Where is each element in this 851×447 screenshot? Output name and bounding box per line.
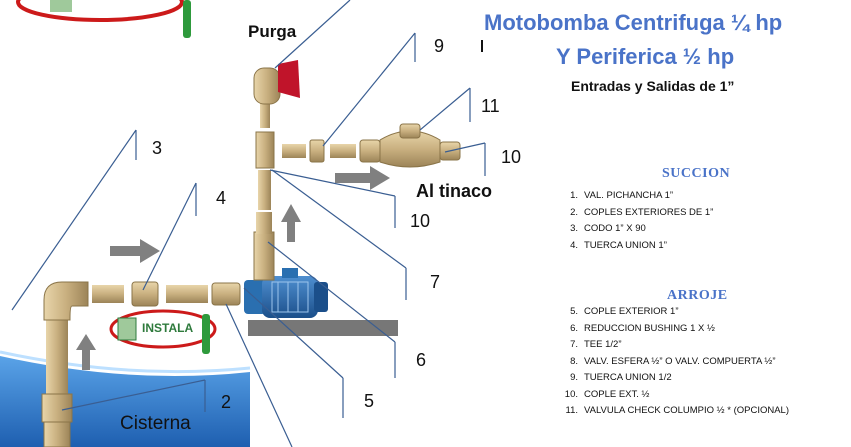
label-cisterna: Cisterna (120, 413, 191, 434)
list-item: 4.TUERCA UNION 1” (570, 239, 667, 251)
callout-9: 9 (434, 36, 445, 56)
title-line-1: Motobomba Centrifuga ¼ hp (484, 10, 783, 35)
callout-4: 4 (216, 188, 227, 208)
succion-heading: SUCCION (662, 166, 731, 181)
callout-10-b: 10 (410, 211, 431, 231)
pump-motor (244, 268, 328, 318)
callout-lines (11, 0, 486, 447)
purge-valve (253, 60, 300, 105)
suction-pipe (41, 318, 73, 447)
logo-text: INSTALA (142, 321, 194, 335)
label-al-tinaco: Al tinaco (416, 181, 493, 201)
callout-2: 2 (221, 392, 232, 412)
flow-arrows (76, 166, 390, 370)
title-line-2: Y Periferica ½ hp (556, 44, 735, 69)
list-item: 7.TEE 1/2” (570, 339, 622, 350)
tee-branch (282, 139, 356, 163)
discharge-pipe (253, 100, 275, 281)
callout-3: 3 (152, 138, 163, 158)
list-item: 6.REDUCCION BUSHING 1 X ½ (570, 322, 715, 334)
succion-list: 1.VAL. PICHANCHA 1” 2.COPLES EXTERIORES … (560, 190, 713, 256)
callout-5: 5 (364, 391, 375, 411)
list-item: 1.VAL. PICHANCHA 1” (570, 190, 674, 201)
list-item: 9.TUERCA UNION 1/2 (570, 372, 672, 383)
arroje-heading: ARROJE (667, 288, 728, 303)
list-item: 10.COPLE EXT. ½ (564, 388, 650, 400)
callout-6: 6 (416, 350, 427, 370)
callout-7: 7 (430, 272, 441, 292)
pump-base (248, 320, 398, 336)
elbow-fitting (43, 281, 89, 321)
instala-logo (109, 309, 217, 354)
arroje-list: 5.COPLE EXTERIOR 1” 6.REDUCCION BUSHING … (560, 306, 789, 422)
list-item: 5.COPLE EXTERIOR 1” (570, 306, 679, 317)
label-purga: Purga (248, 22, 297, 41)
top-logo (16, 0, 191, 38)
subtitle: Entradas y Salidas de 1” (571, 78, 735, 94)
suction-horizontal (92, 281, 241, 307)
list-item: 8.VALV. ESFERA ½” O VALV. COMPUERTA ½” (570, 355, 776, 367)
list-item: 3.CODO 1” X 90 (570, 223, 646, 234)
list-item: 11.VALVULA CHECK COLUMPIO ½ * (OPCIONAL) (565, 405, 790, 416)
callout-11: 11 (481, 96, 500, 116)
callout-10-a: 10 (501, 147, 522, 167)
check-valve (359, 123, 461, 168)
stray-mark (481, 40, 483, 52)
list-item: 2.COPLES EXTERIORES DE 1” (570, 206, 714, 218)
